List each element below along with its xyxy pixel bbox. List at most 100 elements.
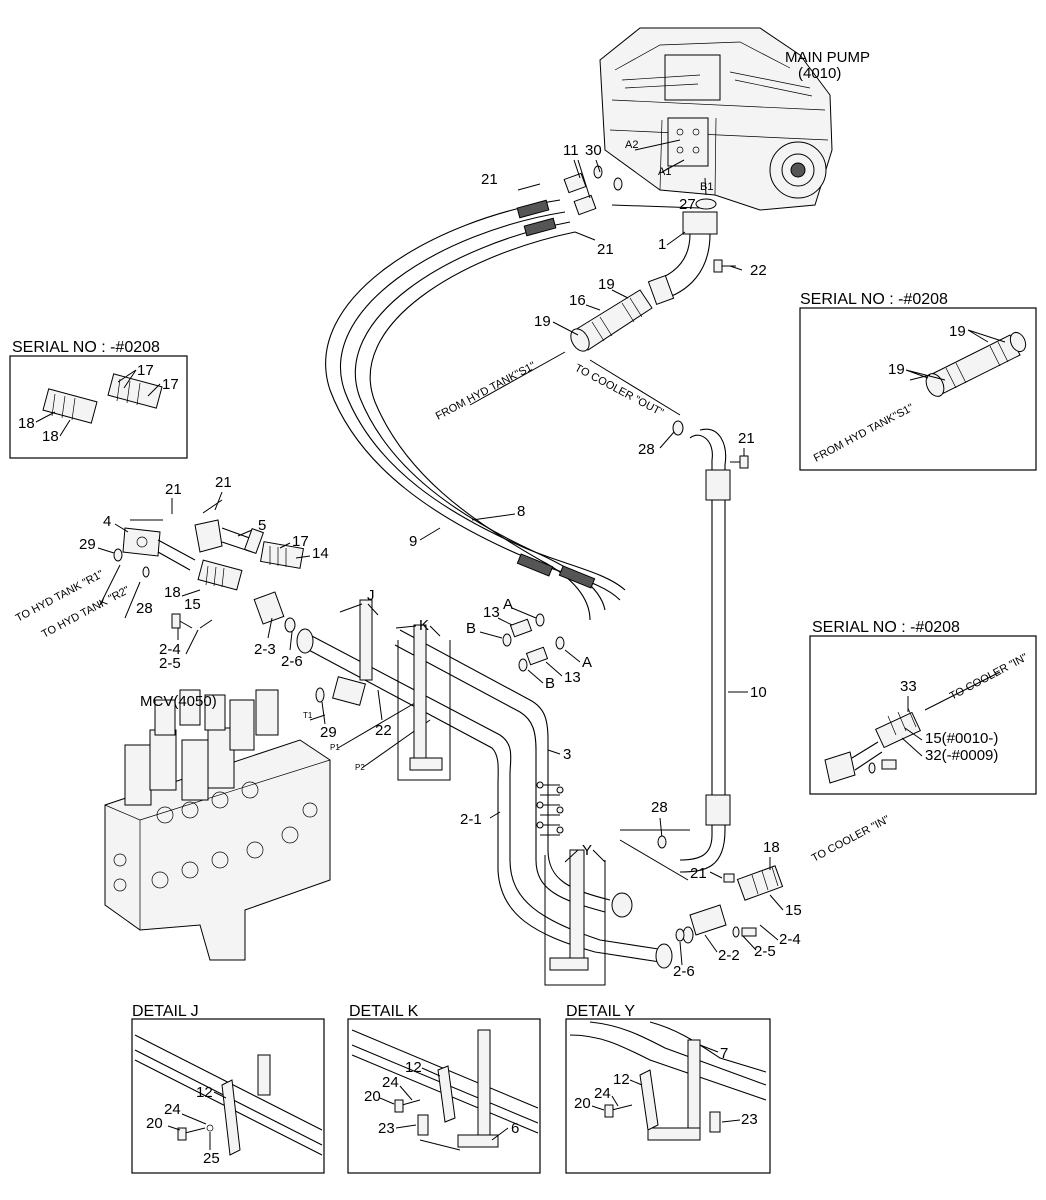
detail-j-title: DETAIL J [132,1003,199,1020]
callout-10: 10 [750,684,767,701]
callout-21: 21 [165,481,182,498]
detail-k-callout-12: 12 [405,1059,422,1076]
callout-15: 15 [184,596,201,613]
callout-13: 13 [564,669,581,686]
label-from-hyd-tank-s1: FROM HYD TANK"S1" [434,360,538,423]
callout-17: 17 [162,376,179,393]
detail-k-callout-23: 23 [378,1120,395,1137]
callout-18: 18 [18,415,35,432]
serial-box-right-top-label: SERIAL NO : -#0208 [800,291,948,308]
fittings-13 [502,613,565,672]
callout-14: 14 [312,545,329,562]
callout-19: 19 [534,313,551,330]
fittings-11 [563,165,623,216]
callout-19: 19 [598,276,615,293]
callout-2-3: 2-3 [254,641,276,658]
callout-30: 30 [585,142,602,159]
label-to-hyd-tank-r1: TO HYD TANK "R1" [14,568,106,624]
callout-21: 21 [481,171,498,188]
callout-28: 28 [638,441,655,458]
callout-18: 18 [42,428,59,445]
callout-16: 16 [569,292,586,309]
callout-9: 9 [409,533,417,550]
port-t1-label: T1 [303,711,313,720]
callout-2-5: 2-5 [159,655,181,672]
callout-22: 22 [375,722,392,739]
detail-k-title: DETAIL K [349,1003,419,1020]
serial-left-parts [42,373,163,424]
detail-y-box [565,1018,771,1174]
detail-y-callout-12: 12 [613,1071,630,1088]
serial-right-mid-parts [824,707,922,784]
brackets-j-k-y [359,599,606,986]
detail-y-drawing [569,1021,767,1141]
detail-j-callout-24: 24 [164,1101,181,1118]
callout-29: 29 [79,536,96,553]
port-b1-label: B1 [700,181,713,193]
detail-j-box [131,1018,325,1174]
detail-k-callout-20: 20 [364,1088,381,1105]
port-p1-label: P1 [330,743,340,752]
detail-k-drawing [351,1029,539,1148]
callout-3: 3 [563,746,571,763]
callout-2-4: 2-4 [779,931,801,948]
callout-17: 17 [137,362,154,379]
callout-5: 5 [258,517,266,534]
o-ring-27 [695,198,717,210]
mcv-label: MCV(4050) [140,693,217,710]
serial-box-right-mid [809,635,1037,795]
callout-18: 18 [164,584,181,601]
left-fittings [113,519,366,706]
port-a2-label: A2 [625,139,638,151]
callout-28: 28 [136,600,153,617]
detail-y-callout-7: 7 [720,1045,728,1062]
detail-k-box [347,1018,541,1174]
callout-2-6: 2-6 [673,963,695,980]
main-pump-label-2: (4010) [798,65,841,82]
detail-k-callout-24: 24 [382,1074,399,1091]
hose-15-right [682,865,784,944]
callout-15: 15 [785,902,802,919]
callout-a: A [503,596,513,613]
serial-box-right-mid-label: SERIAL NO : -#0208 [812,619,960,636]
callout-15-variant: 15(#0010-) [925,730,998,747]
callout-1: 1 [658,236,666,253]
callout-22: 22 [750,262,767,279]
callout-19: 19 [949,323,966,340]
port-p2-label: P2 [355,763,365,772]
detail-y-callout-23: 23 [741,1111,758,1128]
hoses-8-9 [325,199,626,621]
pipes-2-1-and-3 [296,628,673,969]
detail-j-callout-25: 25 [203,1150,220,1167]
callout-19: 19 [888,361,905,378]
callout-32-variant: 32(-#0009) [925,747,998,764]
suction-hose-16 [570,289,653,352]
callout-4: 4 [103,513,111,530]
callout-11: 11 [563,142,579,159]
callout-a: A [582,654,592,671]
serial-box-right-top [799,307,1037,471]
main-pump [599,27,833,211]
callout-29: 29 [320,724,337,741]
clamps-center [536,781,564,836]
callout-8: 8 [517,503,525,520]
view-letter-j: J [367,587,375,604]
label-to-cooler-in-box: TO COOLER "IN" [948,651,1030,702]
detail-y-callout-24: 24 [594,1085,611,1102]
callout-b: B [545,675,555,692]
callout-2-6: 2-6 [281,653,303,670]
callout-21: 21 [690,865,707,882]
serial-right-top-hose [925,331,1027,397]
callout-2-2: 2-2 [718,947,740,964]
pipe-flange-1 [682,211,718,235]
mcv-valve-block [104,689,331,961]
label-to-cooler-out: TO COOLER "OUT" [573,362,666,419]
view-letter-k: K [419,617,429,634]
callout-21: 21 [215,474,232,491]
detail-y-title: DETAIL Y [566,1003,635,1020]
callout-18: 18 [763,839,780,856]
callout-27: 27 [679,196,696,213]
callout-21: 21 [597,241,614,258]
detail-k-callout-6: 6 [511,1120,519,1137]
